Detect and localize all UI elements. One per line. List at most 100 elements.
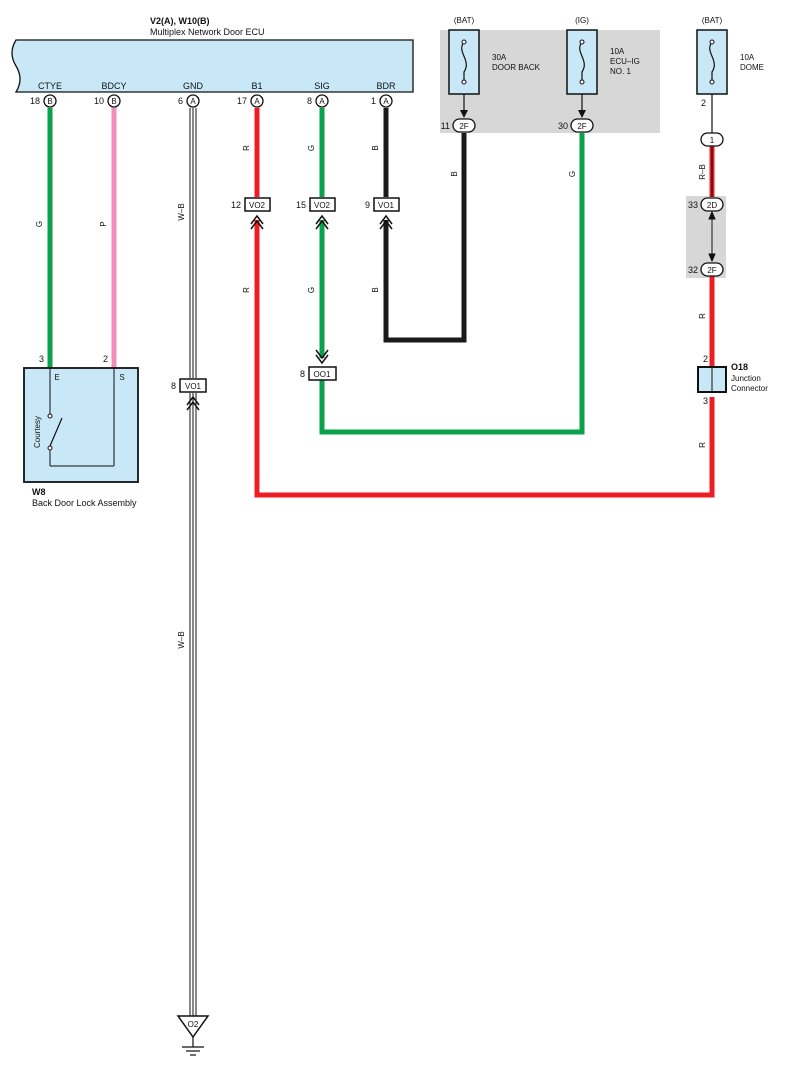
svg-text:VO2: VO2 [249, 201, 266, 210]
ecu-pin-sig: A 8 [307, 94, 329, 108]
inline-connector-b1-vo2: VO2 12 [231, 197, 271, 230]
svg-text:DOME: DOME [740, 63, 764, 72]
svg-text:2: 2 [701, 98, 706, 108]
svg-text:3: 3 [703, 396, 708, 406]
svg-text:8: 8 [171, 381, 176, 391]
svg-text:O2: O2 [188, 1020, 199, 1029]
wire-label-dome-mid: R [698, 313, 707, 319]
pin-label-b1: B1 [251, 81, 262, 91]
svg-text:(BAT): (BAT) [454, 16, 475, 25]
svg-text:8: 8 [300, 369, 305, 379]
svg-text:(IG): (IG) [575, 16, 589, 25]
wire-label-dome-bottom: R [698, 442, 707, 448]
svg-text:3: 3 [39, 354, 44, 364]
wire-label-b1-bottom: R [242, 287, 251, 293]
wire-b1-red-bottom [254, 220, 715, 498]
svg-text:2F: 2F [707, 266, 716, 275]
inline-connector-gnd-vo1: VO1 8 [171, 378, 207, 411]
svg-text:2: 2 [103, 354, 108, 364]
svg-text:A: A [383, 97, 389, 106]
ecu-ref: V2(A), W10(B) [150, 16, 210, 26]
junction-block-arrow [708, 210, 716, 263]
fuse-ecu-ig: (IG) 10A ECU–IG NO. 1 2F 30 [558, 16, 640, 133]
svg-text:11: 11 [441, 121, 450, 131]
svg-text:S: S [119, 373, 124, 382]
svg-text:OO1: OO1 [314, 370, 331, 379]
svg-text:A: A [190, 97, 196, 106]
pin-label-sig: SIG [314, 81, 330, 91]
wire-label-fuse-ig: G [568, 171, 577, 177]
wire-label-bdr-top: B [371, 145, 380, 150]
wire-label-sig-top: G [307, 145, 316, 151]
inline-connector-sig-vo2: VO2 15 [296, 197, 336, 230]
svg-text:O18: O18 [731, 362, 748, 372]
svg-text:33: 33 [688, 200, 698, 210]
svg-text:8: 8 [307, 96, 312, 106]
svg-text:9: 9 [365, 200, 370, 210]
svg-text:6: 6 [178, 96, 183, 106]
ecu-pin-ctye: B 18 [30, 94, 57, 108]
wire-label-sig-bottom: G [307, 287, 316, 293]
wire-label-fuse-back: B [450, 171, 459, 176]
svg-text:10: 10 [94, 96, 104, 106]
svg-text:32: 32 [688, 265, 698, 275]
wire-gnd-wb [189, 108, 197, 1016]
svg-text:VO2: VO2 [314, 201, 331, 210]
ground-o2: O2 [176, 1015, 210, 1056]
svg-text:Back Door Lock Assembly: Back Door Lock Assembly [32, 498, 137, 508]
inline-connector-bdr-vo1: VO1 9 [365, 197, 400, 230]
wire-label-dome-top: R–B [698, 164, 707, 180]
svg-text:30: 30 [558, 121, 568, 131]
svg-text:ECU–IG: ECU–IG [610, 57, 640, 66]
svg-text:(BAT): (BAT) [702, 16, 723, 25]
pin-label-gnd: GND [183, 81, 204, 91]
ecu-pin-b1: A 17 [237, 94, 264, 108]
junction-pin-2d: 2D 33 [688, 197, 724, 212]
back-door-lock-assembly: E S 3 2 Courtesy W8 Back Door Lock Assem… [23, 354, 139, 508]
wire-label-b1-top: R [242, 145, 251, 151]
svg-text:Junction: Junction [731, 374, 761, 383]
svg-text:2F: 2F [459, 122, 468, 131]
wire-label-gnd-bottom: W–B [177, 631, 186, 648]
pin-label-bdcy: BDCY [101, 81, 126, 91]
svg-text:W8: W8 [32, 487, 46, 497]
svg-text:18: 18 [30, 96, 40, 106]
svg-text:Courtesy: Courtesy [33, 416, 42, 448]
wire-label-gnd-top: W–B [177, 203, 186, 220]
svg-text:2D: 2D [707, 201, 717, 210]
svg-text:17: 17 [237, 96, 247, 106]
svg-text:VO1: VO1 [378, 201, 395, 210]
ecu-pin-bdcy: B 10 [94, 94, 121, 108]
svg-text:A: A [319, 97, 325, 106]
ecu-pin-gnd: A 6 [178, 94, 200, 108]
svg-text:30A: 30A [492, 53, 507, 62]
svg-text:B: B [111, 97, 116, 106]
svg-text:2: 2 [703, 354, 708, 364]
svg-text:VO1: VO1 [185, 382, 202, 391]
svg-text:B: B [47, 97, 52, 106]
svg-text:A: A [254, 97, 260, 106]
svg-text:E: E [54, 373, 59, 382]
wire-sig-green-bottom [319, 133, 585, 435]
wire-label-bdcy: P [99, 221, 108, 226]
fuse-door-back: (BAT) 30A DOOR BACK 2F 11 [441, 16, 541, 133]
svg-text:2F: 2F [577, 122, 586, 131]
svg-text:Connector: Connector [731, 384, 768, 393]
pin-label-bdr: BDR [376, 81, 396, 91]
ecu-body [11, 39, 414, 93]
svg-text:10A: 10A [610, 47, 625, 56]
courtesy-switch-blade [49, 417, 63, 447]
wire-label-ctye: G [35, 221, 44, 227]
ecu-name: Multiplex Network Door ECU [150, 27, 265, 37]
inline-connector-sig-oo1: OO1 8 [300, 349, 337, 381]
junction-pin-1: 1 [700, 132, 724, 147]
pin-label-ctye: CTYE [38, 81, 62, 91]
wire-label-bdr-bottom: B [371, 287, 380, 292]
svg-text:10A: 10A [740, 53, 755, 62]
junction-connector-o18: 2 3 O18 Junction Connector [697, 354, 768, 406]
svg-text:15: 15 [296, 200, 306, 210]
svg-text:DOOR BACK: DOOR BACK [492, 63, 541, 72]
svg-text:1: 1 [371, 96, 376, 106]
fuse-dome: (BAT) 10A DOME 2 [696, 16, 764, 133]
